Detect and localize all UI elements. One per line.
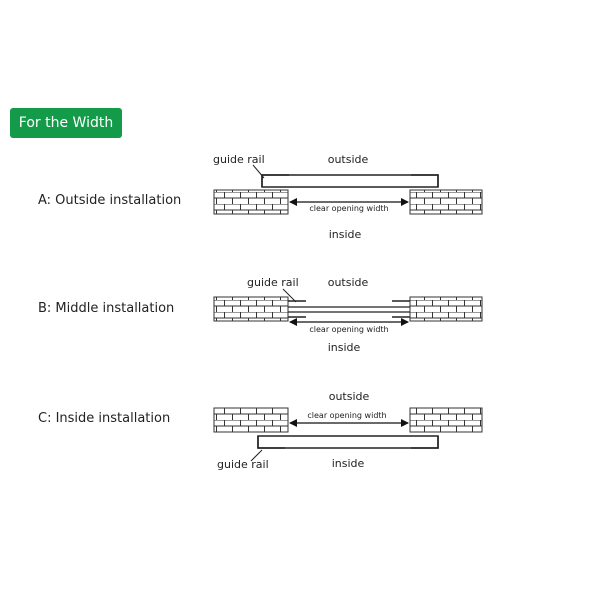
outside-label: outside — [328, 153, 369, 166]
outside-label: outside — [329, 390, 370, 403]
clear-width-label: clear opening width — [307, 411, 386, 420]
shutter-box — [261, 174, 439, 188]
outside-label: outside — [328, 276, 369, 289]
row-label-middle-installation: B: Middle installation — [38, 301, 175, 316]
diagram-outside-installation: guide rail outside clear opening width i… — [213, 153, 483, 241]
left-wall — [213, 296, 289, 322]
left-wall — [213, 189, 289, 215]
right-wall — [409, 189, 483, 215]
clear-width-label: clear opening width — [309, 325, 388, 334]
diagram-inside-installation: guide rail outside clear opening width i… — [213, 390, 483, 471]
guide-rail-label: guide rail — [213, 153, 265, 166]
section-title-badge: For the Width — [10, 108, 122, 138]
inside-label: inside — [328, 341, 361, 354]
row-label-inside-installation: C: Inside installation — [38, 411, 171, 426]
left-guide-rail — [261, 174, 289, 187]
right-wall — [409, 407, 483, 433]
guide-rail-pointer — [282, 288, 297, 303]
shutter-box — [257, 435, 439, 449]
clear-width-label: clear opening width — [309, 204, 388, 213]
row-label-outside-installation: A: Outside installation — [38, 193, 182, 208]
guide-rail-label: guide rail — [247, 276, 299, 289]
right-guide-rail — [411, 436, 439, 449]
guide-rail-pointer — [250, 449, 263, 462]
left-wall — [213, 407, 289, 433]
right-wall — [409, 296, 483, 322]
inside-label: inside — [332, 457, 365, 470]
diagram-middle-installation: guide rail outside clear opening width i… — [213, 276, 483, 354]
right-guide-rail — [411, 174, 439, 187]
guide-rail-pointer — [252, 164, 265, 179]
guide-rail-label: guide rail — [217, 458, 269, 471]
inside-label: inside — [329, 228, 362, 241]
left-guide-rail — [257, 436, 285, 449]
